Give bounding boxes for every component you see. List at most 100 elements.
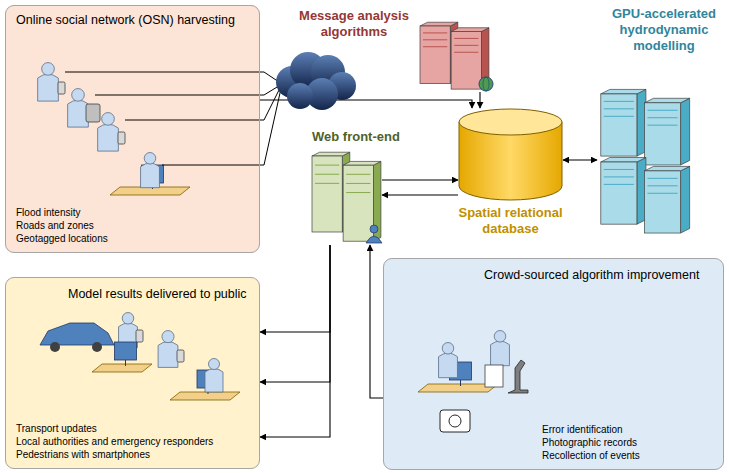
desk: [170, 392, 240, 400]
tablet-icon: [86, 104, 100, 122]
list-item: Pedestrians with smartphones: [16, 448, 213, 461]
connector: [260, 245, 330, 437]
server-top: [645, 98, 690, 103]
desk: [92, 364, 152, 372]
list-item: Flood intensity: [16, 206, 108, 219]
server-side: [681, 98, 690, 165]
person-icon: [38, 63, 59, 102]
person-body: [491, 341, 510, 366]
connector-line: [382, 194, 458, 195]
person-head: [442, 343, 454, 355]
person-body: [158, 342, 178, 368]
cloud-lobe: [287, 83, 313, 109]
connector-line: [260, 245, 330, 437]
connector-line: [370, 245, 383, 398]
panel-box: Online social network (OSN) harvestingFl…: [5, 5, 260, 253]
server-bay: [604, 101, 634, 102]
server-bay: [423, 39, 447, 40]
cylinder-shape: [458, 108, 563, 200]
person-head: [162, 331, 174, 343]
connector-line: [260, 245, 330, 332]
server-bay: [454, 52, 478, 53]
server-bay: [604, 176, 634, 177]
monitor-icon: [115, 342, 137, 360]
connector: [370, 245, 383, 398]
list-item: Recollection of events: [542, 449, 640, 462]
panel-body: Error identificationPhotographic records…: [542, 423, 640, 462]
connector: [382, 195, 458, 196]
server-top: [601, 157, 646, 162]
server-top: [601, 89, 646, 94]
camera-icon: [440, 410, 470, 432]
phone-icon: [136, 330, 143, 342]
connector-line: [563, 159, 597, 160]
list-item: Roads and zones: [16, 219, 108, 232]
person-head: [144, 153, 156, 165]
person-body: [68, 100, 89, 127]
server-side: [681, 166, 690, 233]
person-body: [205, 369, 223, 393]
server-group: Web front-end: [310, 150, 382, 245]
person-icon: [491, 331, 510, 366]
person-icon: [158, 331, 178, 368]
server-bay: [648, 125, 678, 126]
monitor-stand: [460, 380, 461, 386]
person-head: [42, 63, 55, 76]
server-front: [343, 165, 373, 241]
person-head: [122, 313, 134, 325]
person-icon: [141, 153, 160, 188]
desk: [110, 187, 190, 195]
server-bay: [315, 183, 339, 184]
server-bay: [648, 178, 678, 179]
harvest-line: [65, 72, 282, 84]
person-head: [72, 89, 85, 102]
server-bay: [454, 38, 478, 39]
server-front: [451, 32, 481, 90]
person-head: [494, 331, 506, 343]
connector-line: [479, 92, 480, 108]
globe-meridian: [483, 77, 489, 91]
server-bay: [604, 184, 634, 185]
panel-body: Flood intensityRoads and zonesGeotagged …: [16, 206, 108, 245]
connector-line: [382, 179, 458, 180]
panel-fill: [5, 5, 260, 253]
server-bay: [346, 192, 370, 193]
server-shape: [310, 150, 382, 245]
server-bay: [604, 169, 634, 170]
server-bay: [315, 165, 339, 166]
server-top: [451, 28, 489, 32]
server-front: [645, 103, 681, 165]
person-head: [102, 113, 115, 126]
connector: [382, 180, 458, 181]
server-top: [312, 152, 350, 156]
connector: [480, 92, 481, 108]
component-label: Spatial relational database: [444, 205, 577, 237]
person-body: [98, 124, 119, 151]
component-label: Message analysis algorithms: [294, 8, 414, 40]
server-bay: [604, 108, 634, 109]
server-front: [312, 156, 342, 232]
phone-icon: [177, 350, 184, 362]
harvest-line: [95, 84, 282, 95]
server-front: [601, 94, 637, 156]
server-bay: [648, 110, 678, 111]
monitor-stand: [125, 360, 126, 366]
panel-body: Transport updatesLocal authorities and e…: [16, 422, 213, 461]
person-icon: [98, 113, 119, 152]
server-group: GPU-accelerated hydrodynamic modelling: [597, 88, 692, 236]
car-wheel: [50, 342, 60, 352]
server-bay: [648, 117, 678, 118]
server-bay: [604, 116, 634, 117]
panel-fill: [5, 277, 260, 469]
user-icon-head: [370, 225, 378, 233]
person-body: [141, 163, 160, 188]
server-bay: [315, 174, 339, 175]
server-bay: [648, 193, 678, 194]
person-body: [38, 74, 59, 101]
person-icon: [439, 343, 458, 378]
panel-fill: [383, 258, 724, 470]
server-front: [601, 162, 637, 224]
list-item: Local authorities and emergency responde…: [16, 435, 213, 448]
